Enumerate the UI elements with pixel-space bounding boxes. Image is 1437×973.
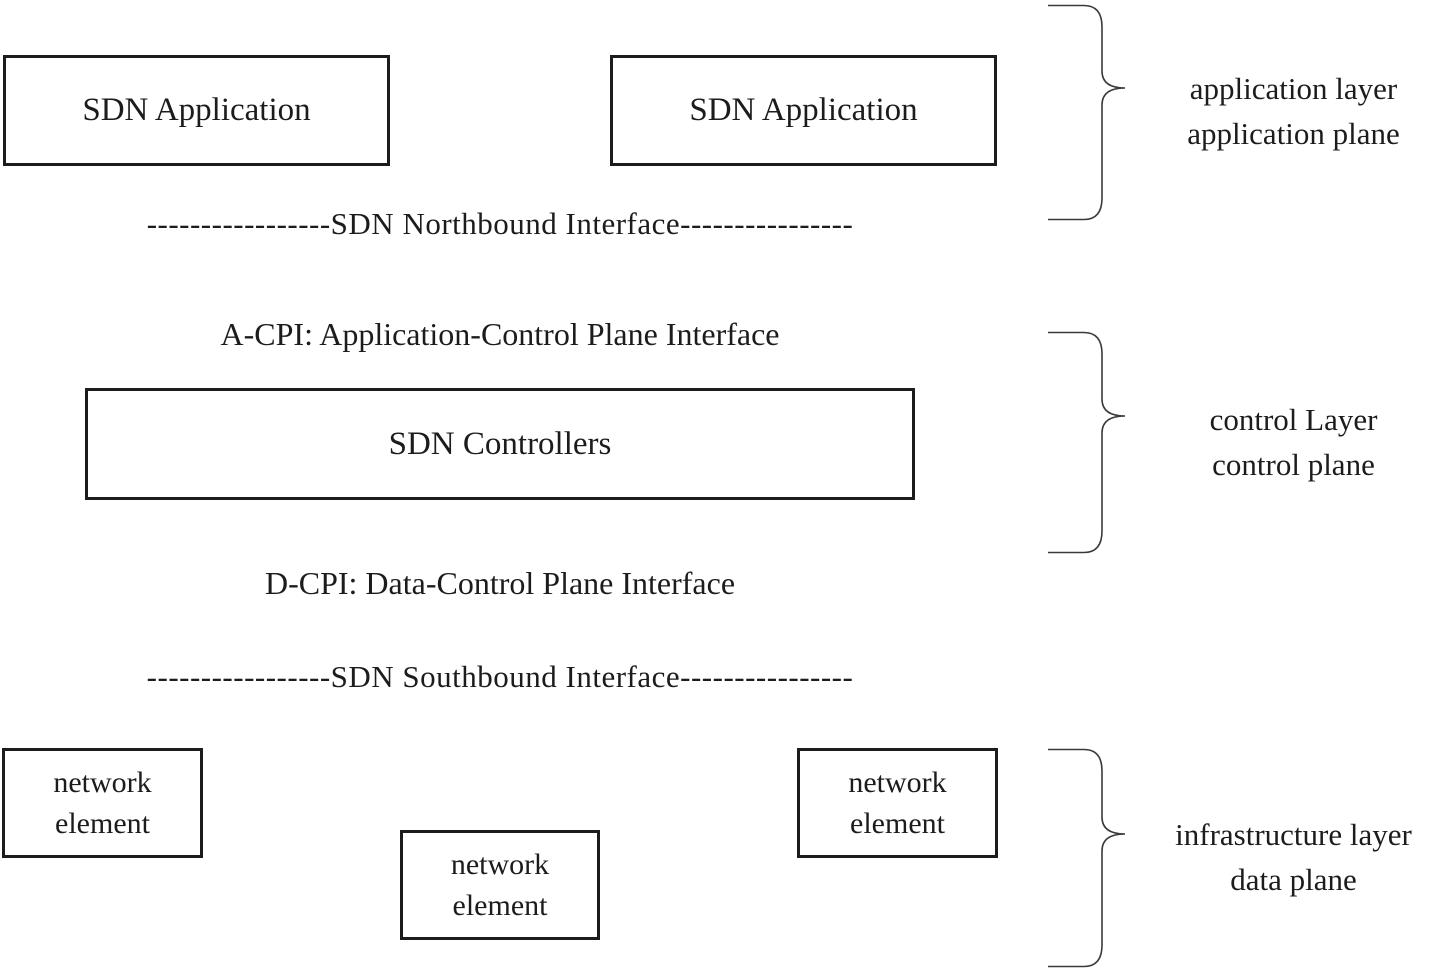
infrastructure-layer-line2: data plane [1230,862,1357,897]
application-layer-line2: application plane [1187,116,1400,151]
sdn-controllers-label: SDN Controllers [388,425,612,462]
sdn-controllers-box: SDN Controllers [85,388,915,500]
sdn-southbound-interface-line: -----------------SDN Southbound Interfac… [146,659,854,694]
dcpi-label: D-CPI: Data-Control Plane Interface [264,565,736,601]
sdn-application-box-left: SDN Application [3,55,390,166]
infrastructure-layer-label: infrastructure layer data plane [1150,812,1437,902]
sdn-application-label: SDN Application [82,92,311,128]
network-element-box-middle: network element [400,830,600,940]
control-layer-brace-icon [1048,331,1126,554]
infrastructure-layer-brace-icon [1048,748,1126,968]
application-layer-brace-icon [1048,4,1126,221]
control-layer-line2: control plane [1212,447,1375,482]
network-element-box-left: network element [2,748,203,858]
control-layer-line1: control Layer [1209,402,1378,437]
network-element-label: network element [53,766,152,840]
infrastructure-layer-line1: infrastructure layer [1175,817,1412,852]
network-element-label: network element [848,766,947,840]
network-element-box-right: network element [797,748,998,858]
application-layer-line1: application layer [1189,71,1398,106]
acpi-label: A-CPI: Application-Control Plane Interfa… [220,316,780,352]
sdn-northbound-interface-line: -----------------SDN Northbound Interfac… [146,206,854,241]
application-layer-label: application layer application plane [1150,66,1437,156]
network-element-label: network element [450,848,550,922]
sdn-application-box-right: SDN Application [610,55,997,166]
control-layer-label: control Layer control plane [1150,397,1437,487]
sdn-application-label: SDN Application [689,92,918,128]
